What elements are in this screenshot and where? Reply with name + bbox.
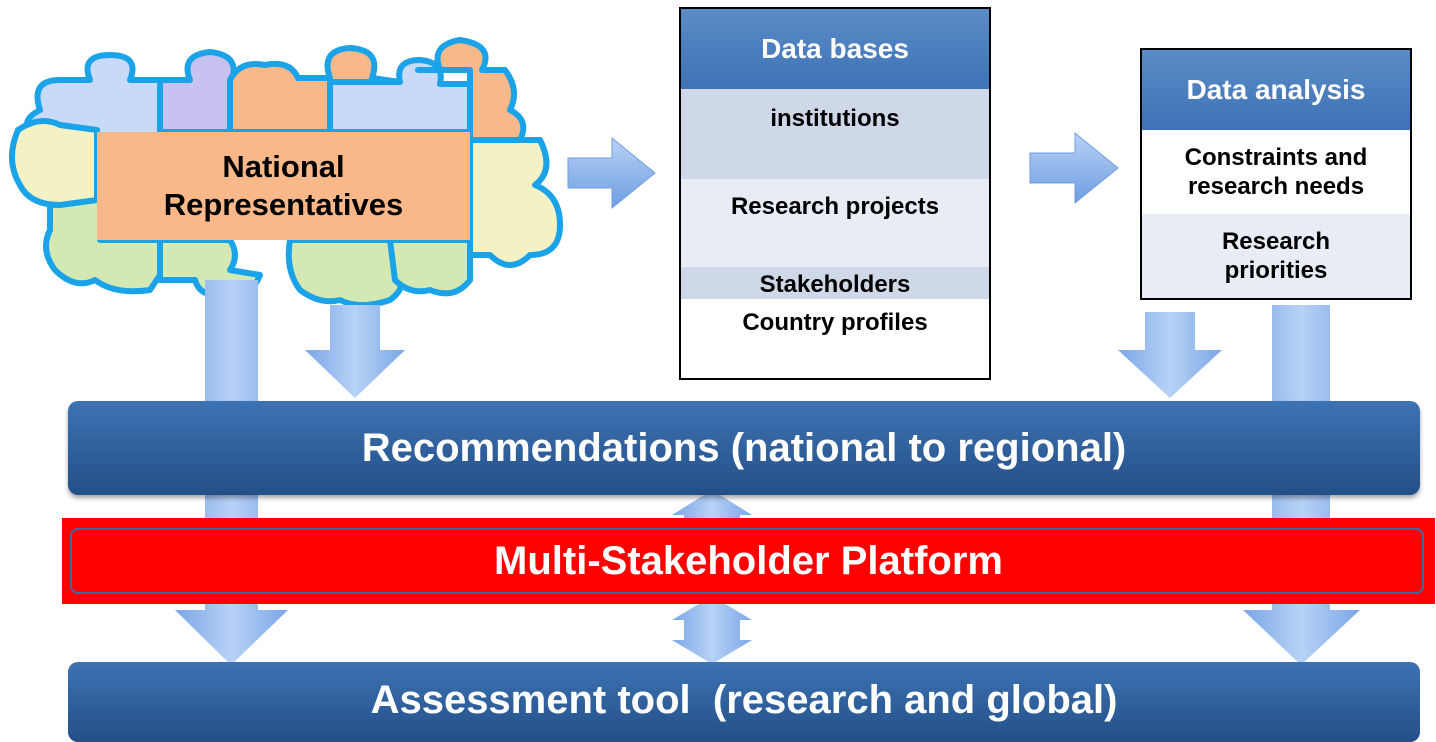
arrow-right-icon xyxy=(1029,131,1119,205)
double-arrow-icon xyxy=(672,596,752,664)
data-bases-box: Data bases institutions Research project… xyxy=(679,7,991,380)
data-bases-title: Data bases xyxy=(681,9,989,89)
recommendations-bar: Recommendations (national to regional) xyxy=(68,401,1420,495)
platform-label: Multi-Stakeholder Platform xyxy=(494,538,1003,583)
data-bases-item: Stakeholders xyxy=(681,267,989,299)
assessment-label: Assessment tool (research and global) xyxy=(370,678,1118,722)
national-label-line1: National xyxy=(222,149,345,184)
arrow-down-icon xyxy=(305,305,405,398)
puzzle-piece-yellow xyxy=(467,137,563,268)
priorities-line1: Research xyxy=(1221,228,1331,255)
puzzle-piece-green-center xyxy=(387,237,473,297)
arrow-down-icon xyxy=(1118,312,1222,398)
priorities-line2: priorities xyxy=(1224,257,1328,284)
puzzle-piece-yellow-left xyxy=(9,118,100,208)
data-bases-item: Country profiles xyxy=(681,299,989,378)
national-label-line2: Representatives xyxy=(163,187,404,222)
platform-bar: Multi-Stakeholder Platform xyxy=(62,518,1435,604)
recommendations-label: Recommendations (national to regional) xyxy=(361,425,1127,470)
constraints-line2: research needs xyxy=(1187,173,1365,200)
data-bases-item: institutions xyxy=(681,89,989,179)
constraints-line1: Constraints and xyxy=(1184,144,1368,171)
puzzle-piece-green-right xyxy=(285,237,405,308)
assessment-bar: Assessment tool (research and global) xyxy=(68,662,1420,742)
puzzle-piece-orange-right xyxy=(415,37,527,143)
data-analysis-title: Data analysis xyxy=(1142,50,1410,130)
puzzle-piece-blue-right xyxy=(327,57,473,135)
arrow-right-icon xyxy=(567,136,656,210)
platform-bar-border xyxy=(70,528,1424,594)
data-bases-item: Research projects xyxy=(681,179,989,267)
